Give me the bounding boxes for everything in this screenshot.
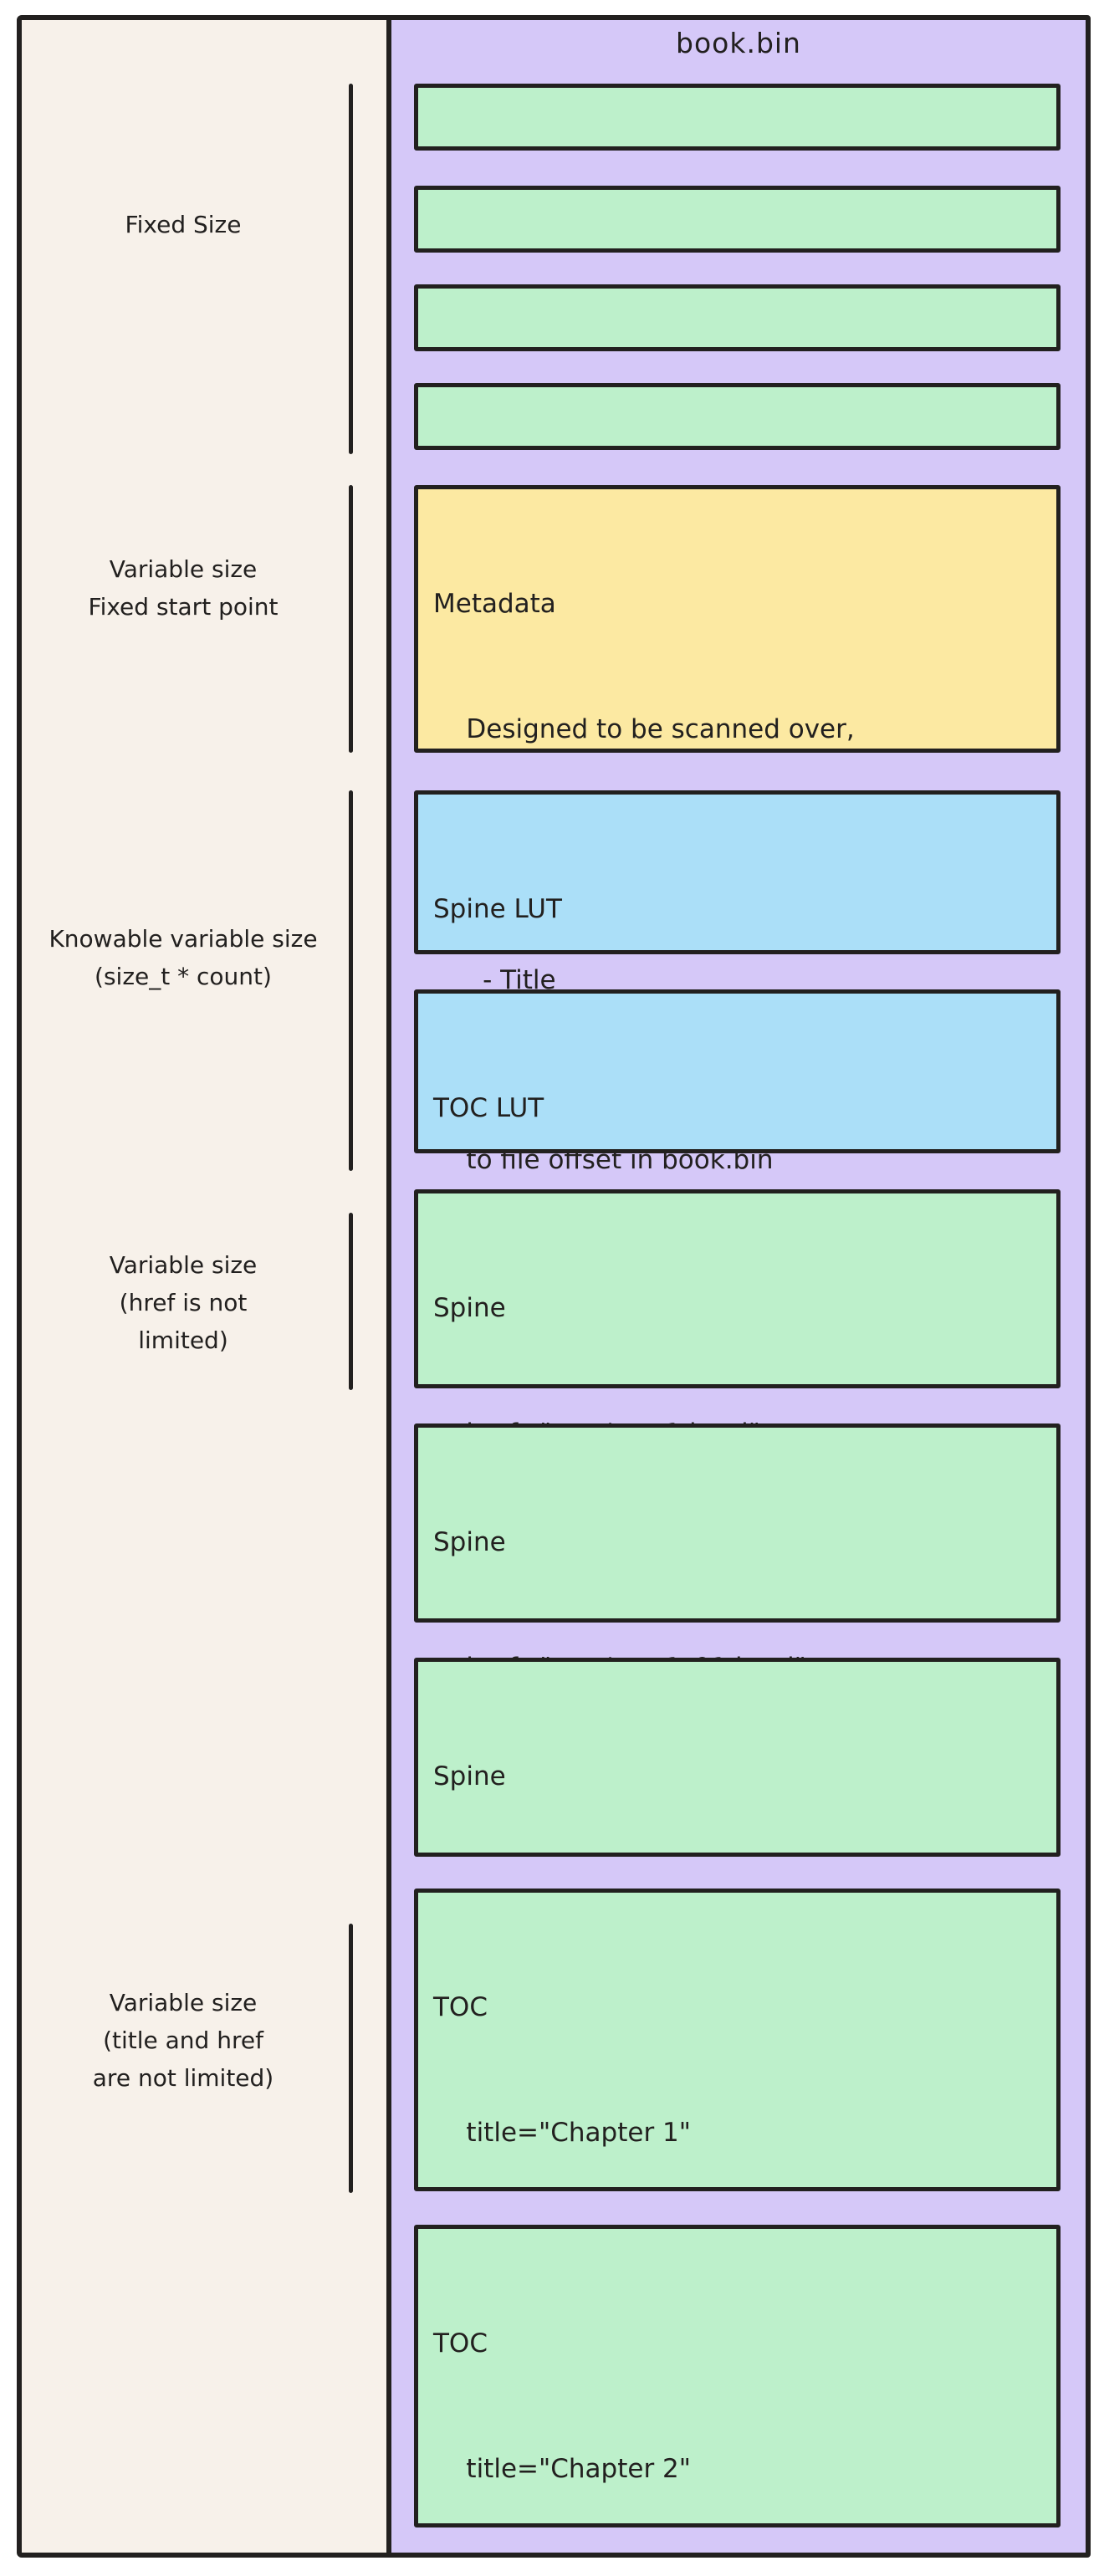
annotation-line: Knowable variable size xyxy=(49,925,318,953)
annotation-line: are not limited) xyxy=(92,2064,274,2092)
annotation-line: Fixed Size xyxy=(125,211,242,238)
bracket-line-metadata xyxy=(349,485,353,753)
box-line: TOC xyxy=(433,1992,488,2022)
box-line: Metadata xyxy=(433,589,556,619)
field-box-metadata: Metadata Designed to be scanned over, or… xyxy=(414,485,1061,1246)
field-box-spine-item-1: Spine href="text/part1.html" cumSize=123… xyxy=(414,1189,1061,1699)
size-annotation-variable-href: Variable size (href is not limited) xyxy=(25,1246,341,1359)
field-box-spine-item-3: Spine href="text/part2.html" cumSize=123… xyxy=(414,1658,1061,2168)
field-box-lut-offset: LUT Offset xyxy=(414,186,1061,319)
field-box-toc-lut: TOC LUT size_t item per TOC item pointin… xyxy=(414,989,1061,1374)
field-box-spine-count: Spine count xyxy=(414,284,1061,418)
size-annotation-knowable-variable: Knowable variable size (size_t * count) xyxy=(25,920,341,995)
box-line: title="Chapter 2" xyxy=(433,2454,692,2484)
field-box-version: VERSION = 1 xyxy=(414,84,1061,217)
bracket-line-luts xyxy=(349,790,353,1171)
field-box-toc-count: TOC count xyxy=(414,383,1061,517)
annotation-line: (title and href xyxy=(103,2027,263,2054)
box-line: Spine LUT xyxy=(433,894,562,924)
box-line: Spine xyxy=(433,1527,506,1557)
annotation-line: limited) xyxy=(138,1326,228,1354)
annotation-line: Variable size xyxy=(109,555,258,583)
field-box-spine-lut: Spine LUT size_t item per spine item poi… xyxy=(414,790,1061,1175)
box-line: Designed to be scanned over, xyxy=(433,714,855,744)
bracket-line-fixed-size xyxy=(349,84,353,454)
size-annotation-variable-fixed-start: Variable size Fixed start point xyxy=(25,550,341,626)
annotation-line: Variable size xyxy=(109,1989,258,2016)
box-line: TOC xyxy=(433,2328,488,2359)
annotation-line: (size_t * count) xyxy=(95,963,272,990)
field-box-spine-item-2: Spine href="text/part1_01.html" cumSize=… xyxy=(414,1423,1061,1934)
annotation-line: Fixed start point xyxy=(88,593,279,621)
box-line: title="Chapter 1" xyxy=(433,2118,692,2148)
box-line: Spine xyxy=(433,1293,506,1323)
box-line: TOC LUT xyxy=(433,1093,544,1123)
box-line: Spine xyxy=(433,1761,506,1791)
field-box-toc-item-1: TOC title="Chapter 1" href="text/part1.h… xyxy=(414,1889,1061,2524)
annotation-line: Variable size xyxy=(109,1251,258,1279)
size-annotation-fixed-size: Fixed Size xyxy=(25,206,341,243)
size-annotation-variable-title-href: Variable size (title and href are not li… xyxy=(25,1984,341,2097)
field-box-toc-item-2: TOC title="Chapter 2" href="text/part2.h… xyxy=(414,2225,1061,2527)
file-title: book.bin xyxy=(676,27,801,59)
bracket-line-spine xyxy=(349,1213,353,1390)
bracket-line-toc xyxy=(349,1924,353,2193)
annotation-line: (href is not xyxy=(119,1289,248,1316)
